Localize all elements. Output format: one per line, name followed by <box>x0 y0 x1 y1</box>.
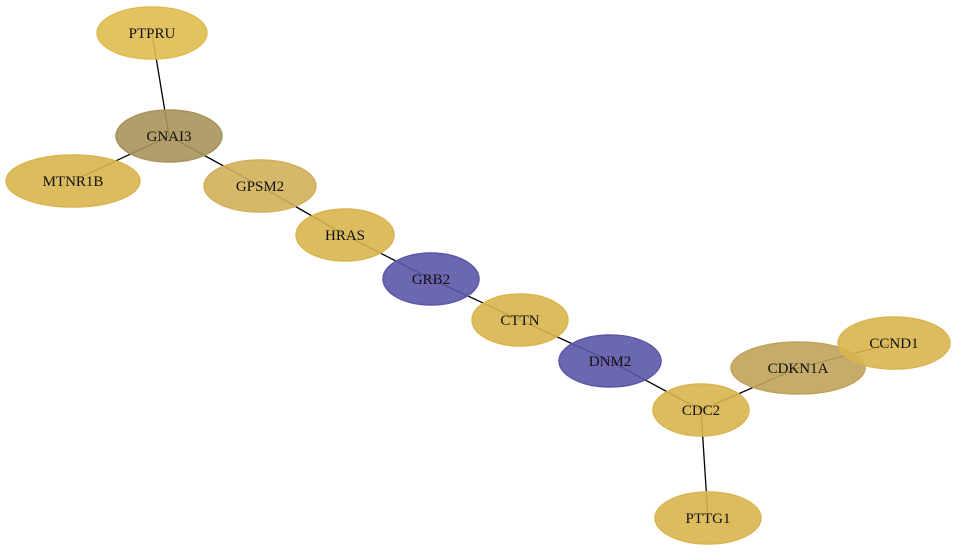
node-gpsm2[interactable]: GPSM2 <box>203 159 317 213</box>
edge-layer <box>72 32 895 519</box>
node-gnai3[interactable]: GNAI3 <box>115 109 223 163</box>
node-ccnd1[interactable]: CCND1 <box>837 316 951 370</box>
node-label: GRB2 <box>412 272 450 288</box>
node-label: CCND1 <box>869 336 918 352</box>
node-label: CDKN1A <box>768 361 829 377</box>
node-label: MTNR1B <box>43 174 104 190</box>
node-label: CTTN <box>500 313 539 329</box>
node-label: HRAS <box>325 228 365 244</box>
node-mtnr1b[interactable]: MTNR1B <box>5 154 141 208</box>
node-ptpru[interactable]: PTPRU <box>96 6 208 60</box>
node-ellipse[interactable] <box>652 383 750 437</box>
node-label: CDC2 <box>682 403 720 419</box>
node-ellipse[interactable] <box>295 208 395 262</box>
node-label: GNAI3 <box>147 129 192 145</box>
node-ellipse[interactable] <box>837 316 951 370</box>
node-ellipse[interactable] <box>730 341 866 395</box>
node-ellipse[interactable] <box>96 6 208 60</box>
node-ellipse[interactable] <box>654 491 762 545</box>
node-ellipse[interactable] <box>558 334 662 388</box>
node-cdkn1a[interactable]: CDKN1A <box>730 341 866 395</box>
node-cdc2[interactable]: CDC2 <box>652 383 750 437</box>
node-ellipse[interactable] <box>115 109 223 163</box>
node-dnm2[interactable]: DNM2 <box>558 334 662 388</box>
node-pttg1[interactable]: PTTG1 <box>654 491 762 545</box>
node-hras[interactable]: HRAS <box>295 208 395 262</box>
node-label: GPSM2 <box>236 179 284 195</box>
node-ellipse[interactable] <box>382 252 480 306</box>
node-label: PTPRU <box>129 26 176 42</box>
node-ellipse[interactable] <box>5 154 141 208</box>
node-ellipse[interactable] <box>471 293 569 347</box>
node-cttn[interactable]: CTTN <box>471 293 569 347</box>
node-label: PTTG1 <box>686 511 731 527</box>
node-ellipse[interactable] <box>203 159 317 213</box>
node-label: DNM2 <box>589 354 632 370</box>
node-grb2[interactable]: GRB2 <box>382 252 480 306</box>
